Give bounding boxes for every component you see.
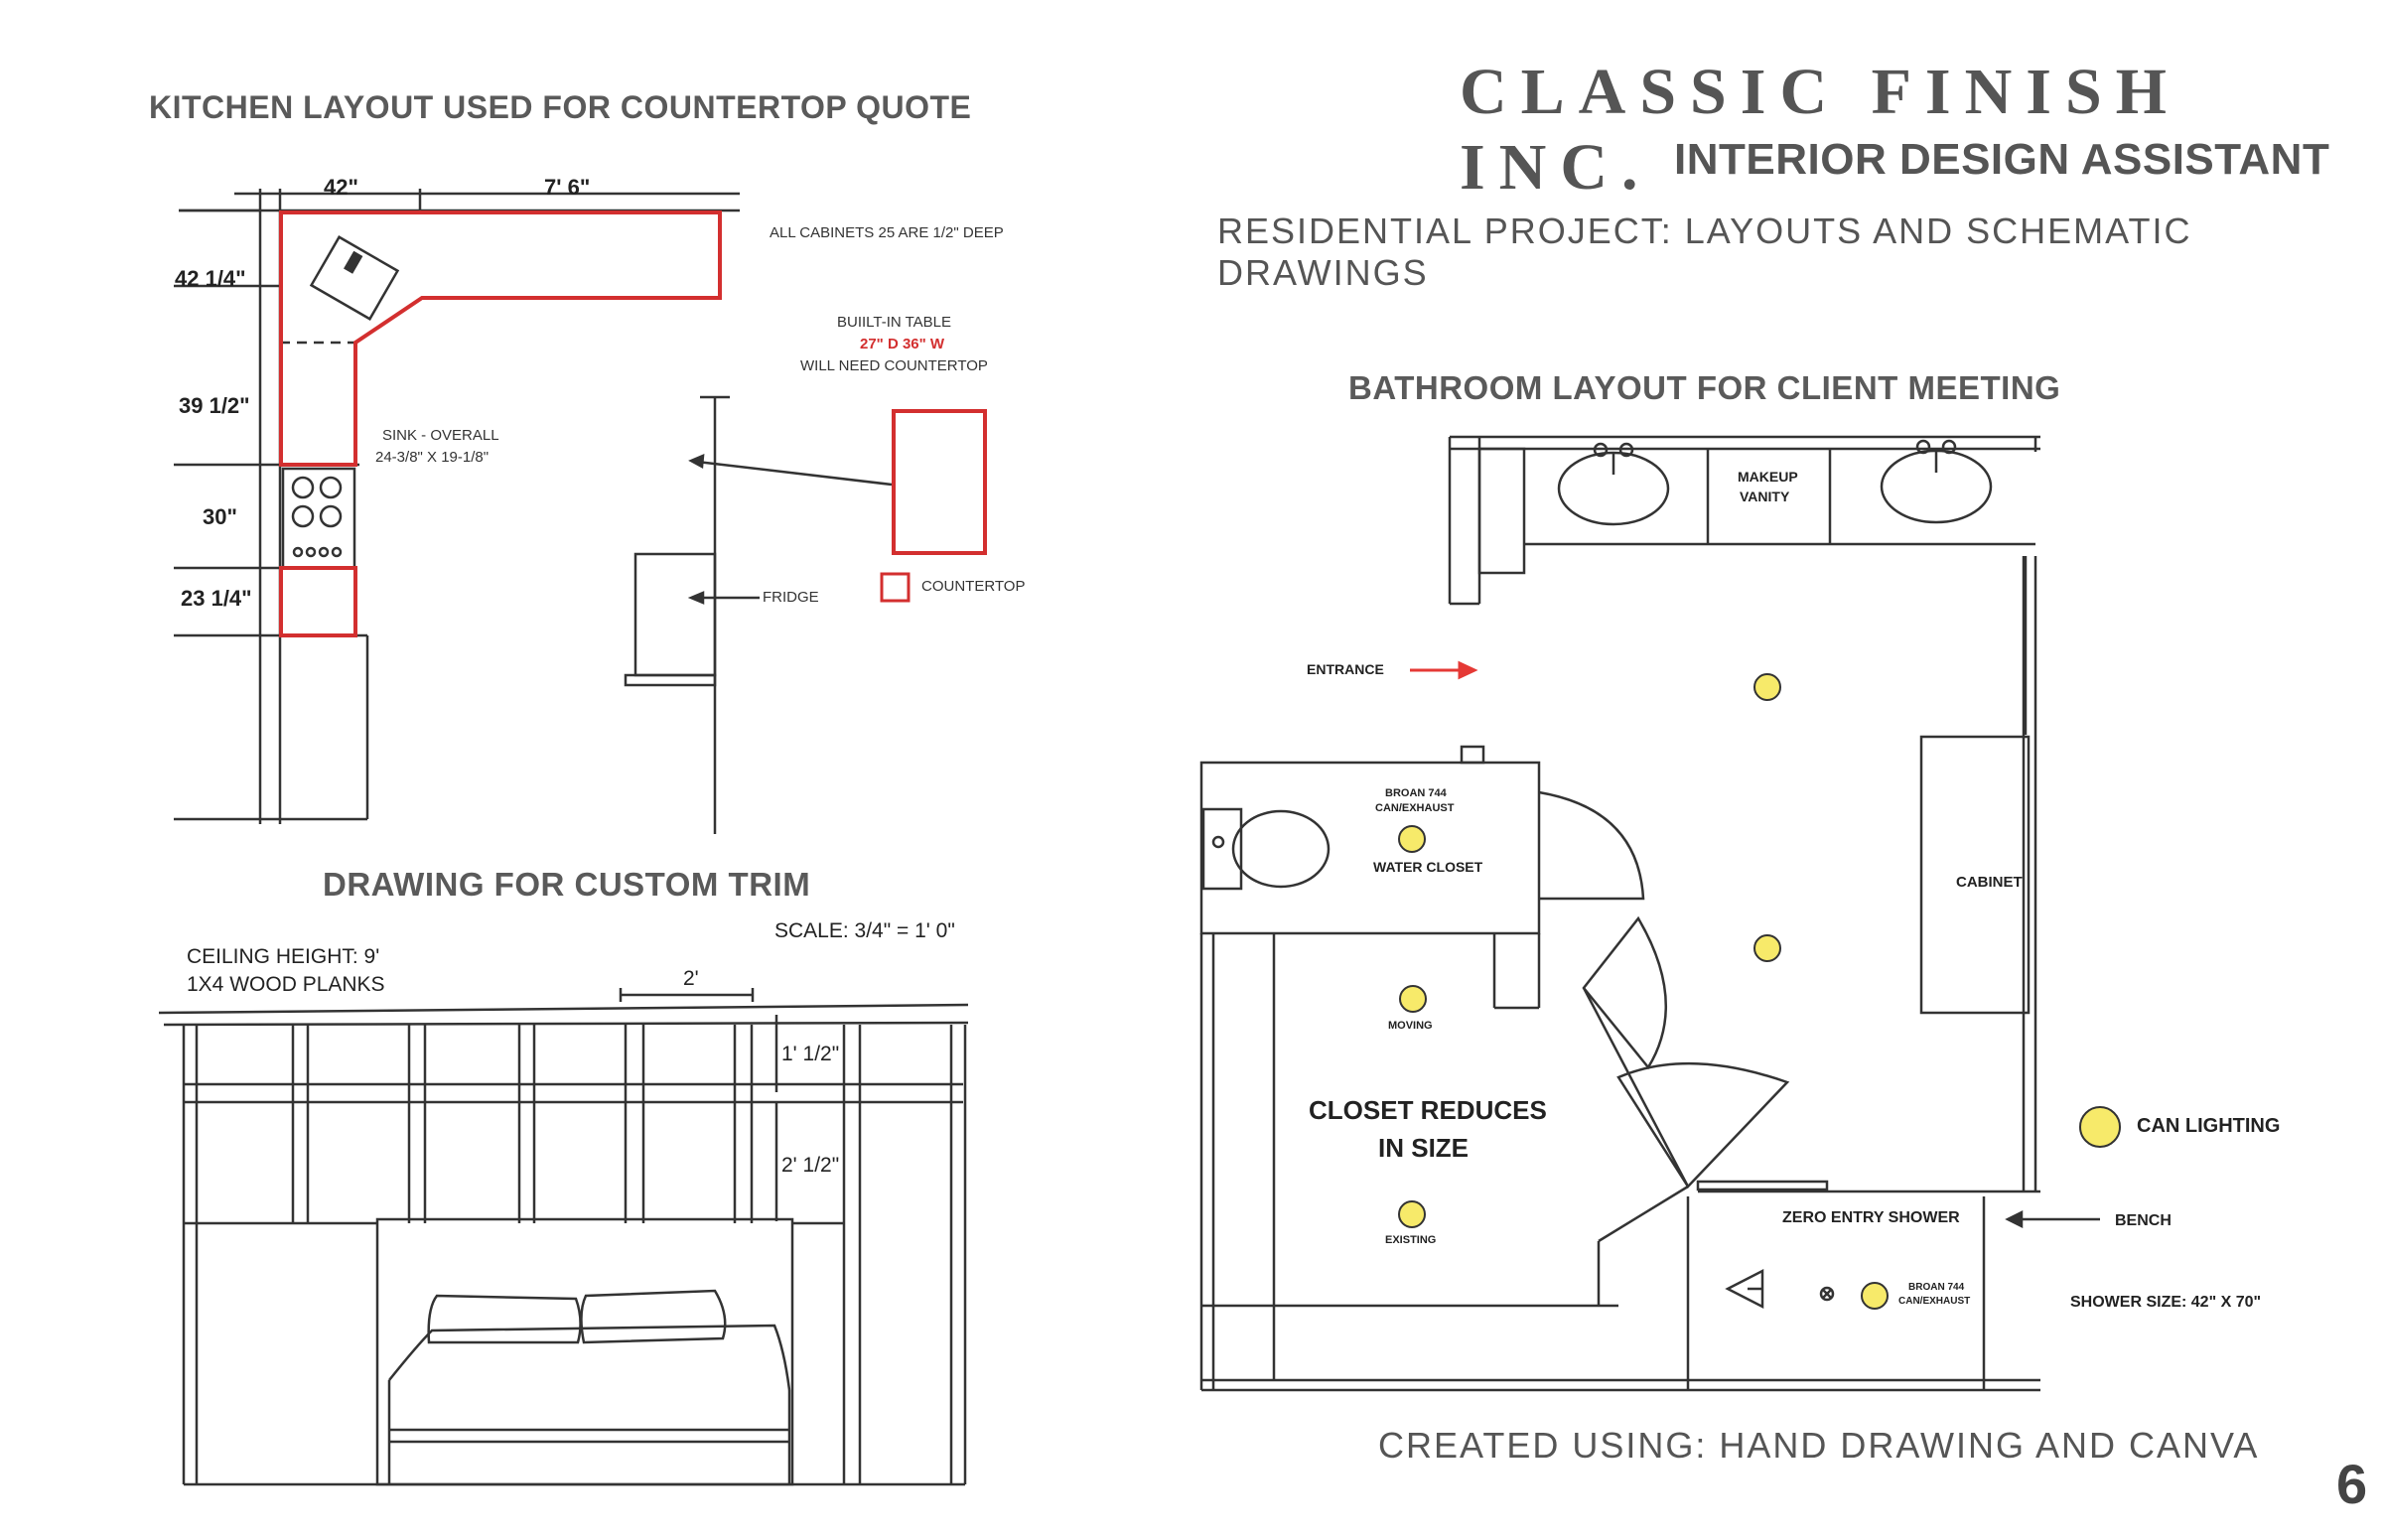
closet-label-1: CLOSET REDUCES [1309,1095,1547,1125]
legend-countertop: COUNTERTOP [921,578,1026,595]
fridge-label: FRIDGE [763,589,819,606]
moving-label: MOVING [1388,1020,1433,1032]
light-existing [1398,1200,1426,1228]
cabinet-note: ALL CABINETS 25 ARE 1/2" DEEP [770,224,1004,241]
broan-wc-2: CAN/EXHAUST [1375,802,1455,814]
cabinet-label: CABINET [1956,874,2023,891]
table-label-3: WILL NEED COUNTERTOP [800,357,988,374]
can-lighting-label: CAN LIGHTING [2137,1115,2281,1137]
broan-shower-1: BROAN 744 [1908,1282,1965,1293]
sink-label-2: 24-3/8" X 19-1/8" [375,449,490,466]
dim-left-2: 39 1/2" [179,393,250,418]
light-2 [1753,934,1781,962]
trim-title: DRAWING FOR CUSTOM TRIM [323,866,811,903]
entrance-arrow [1410,660,1478,680]
footer-credit: CREATED USING: HAND DRAWING AND CANVA [1378,1425,2260,1466]
dim-left-4: 23 1/4" [181,586,252,611]
project-title: RESIDENTIAL PROJECT: LAYOUTS AND SCHEMAT… [1217,210,2192,293]
shower-label: ZERO ENTRY SHOWER [1782,1209,1960,1226]
makeup-vanity-1: MAKEUP [1738,469,1798,485]
bathroom-plan [1199,435,2100,1392]
ceiling-height: CEILING HEIGHT: 9' [187,945,380,968]
bathroom-title: BATHROOM LAYOUT FOR CLIENT MEETING [1348,369,2061,406]
dim-top-left: 42" [324,175,358,200]
water-closet-label: WATER CLOSET [1373,859,1483,875]
dim-left-1: 42 1/4" [175,266,246,291]
sink-label-1: SINK - OVERALL [382,427,499,444]
dim-lower: 2' 1/2" [781,1154,840,1177]
trim-drawing [158,988,969,1486]
table-label-1: BUIILT-IN TABLE [837,314,952,331]
dim-left-3: 30" [203,504,237,529]
table-label-2: 27" D 36" W [860,336,945,352]
broan-wc-1: BROAN 744 [1385,787,1447,799]
can-lights [1398,673,2121,1310]
dim-upper: 1' 1/2" [781,1043,840,1065]
entrance-label: ENTRANCE [1307,661,1384,677]
light-legend [2079,1106,2121,1148]
dim-top-right: 7' 6" [544,175,591,200]
light-1 [1753,673,1781,701]
company-name: CLASSIC FINISH INC. [1460,56,2180,204]
kitchen-plan [174,189,893,834]
trim-scale: SCALE: 3/4" = 1' 0" [774,919,955,942]
light-moving [1399,985,1427,1013]
bench-label: BENCH [2115,1212,2172,1229]
shower-size-label: SHOWER SIZE: 42" X 70" [2070,1294,2262,1311]
existing-label: EXISTING [1385,1234,1437,1246]
company-role: INTERIOR DESIGN ASSISTANT [1674,135,2330,184]
light-wc [1398,825,1426,853]
page-number: 6 [2336,1453,2368,1515]
light-shower [1861,1282,1889,1310]
dim-2ft: 2' [683,967,699,990]
countertop-outline [279,210,987,637]
makeup-vanity-2: VANITY [1740,489,1790,504]
wood-planks: 1X4 WOOD PLANKS [187,973,385,996]
kitchen-title: KITCHEN LAYOUT USED FOR COUNTERTOP QUOTE [149,89,972,125]
broan-shower-2: CAN/EXHAUST [1898,1296,1971,1307]
closet-label-2: IN SIZE [1378,1133,1470,1163]
